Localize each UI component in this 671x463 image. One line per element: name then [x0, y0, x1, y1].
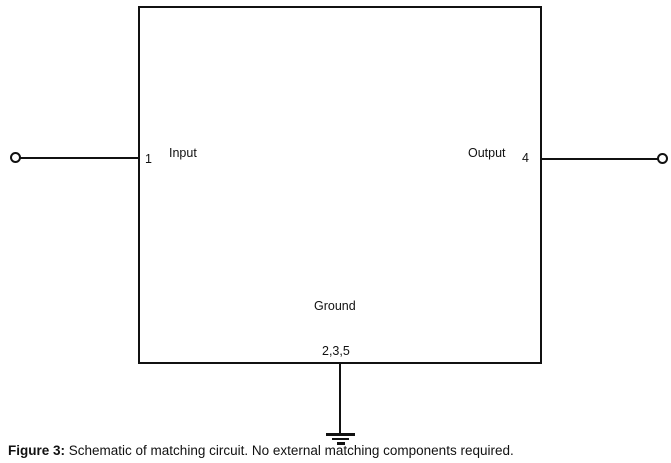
output-terminal-icon [657, 153, 668, 164]
ground-wire [339, 364, 341, 434]
input-wire [16, 157, 138, 159]
ground-bar-middle [332, 437, 349, 440]
figure-caption-text: Schematic of matching circuit. No extern… [65, 443, 514, 458]
input-label: Input [169, 146, 197, 160]
input-terminal-icon [10, 152, 21, 163]
ground-bar-bottom [337, 442, 345, 445]
ground-pin-numbers: 2,3,5 [322, 344, 350, 358]
ground-label: Ground [314, 299, 356, 313]
ground-bar-top [326, 433, 355, 436]
input-pin-number: 1 [145, 152, 152, 166]
output-wire [542, 158, 659, 160]
output-label: Output [468, 146, 506, 160]
figure-caption: Figure 3: Schematic of matching circuit.… [8, 443, 514, 459]
matching-circuit-block [138, 6, 542, 364]
figure-caption-prefix: Figure 3: [8, 443, 66, 458]
output-pin-number: 4 [522, 151, 529, 165]
